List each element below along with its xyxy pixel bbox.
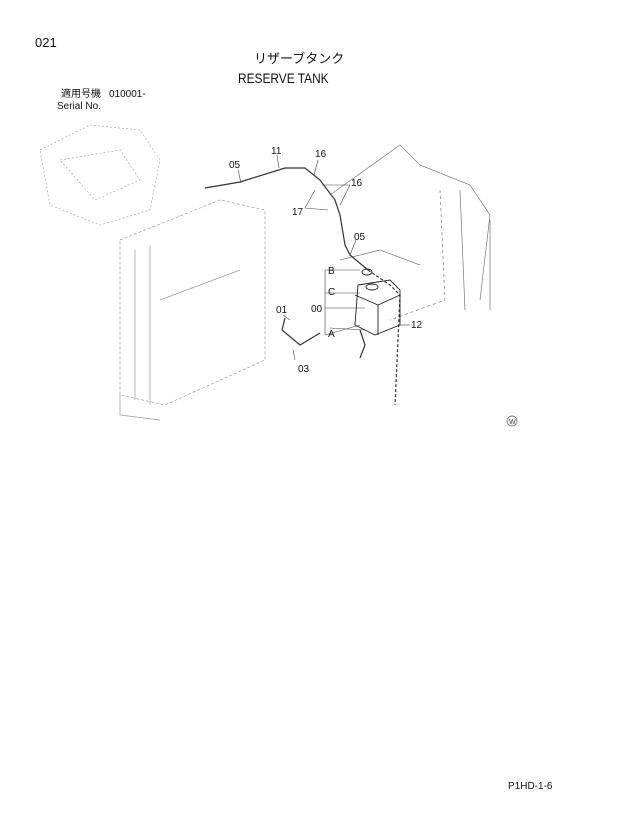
page-number: 021 [35,35,57,50]
svg-text:W: W [509,419,516,426]
callout-11: 11 [271,146,282,157]
callout-B: B [328,266,335,277]
footer-code: P1HD-1-6 [508,781,553,792]
serial-row: 適用号機 010001- [61,89,146,100]
serial-label-japanese: 適用号機 [61,89,101,100]
leader-lines [237,154,410,361]
serial-label-english: Serial No. [57,101,101,112]
reserve-tank-drawing [354,268,401,336]
callout-16b: 16 [351,178,363,189]
callout-16: 16 [315,149,327,160]
callout-05b: 05 [354,232,366,243]
callout-17: 17 [292,207,304,218]
callout-A: A [328,329,335,340]
title-japanese: リザーブタンク [254,51,345,66]
radiator-drawing [119,199,266,421]
engine-drawing [39,124,161,226]
callout-C: C [328,287,335,298]
w-symbol-icon: W [506,415,518,427]
frame-drawing [329,144,491,321]
callout-12: 12 [411,320,423,331]
callout-03: 03 [298,364,310,375]
callout-05: 05 [229,160,241,171]
title-english: RESERVE TANK [238,70,329,86]
callout-00: 00 [311,304,323,315]
serial-value: 010001- [109,89,146,100]
callout-labels: 05 11 16 16 17 05 B C 00 01 A 12 03 [229,146,423,375]
callout-01: 01 [276,305,288,316]
